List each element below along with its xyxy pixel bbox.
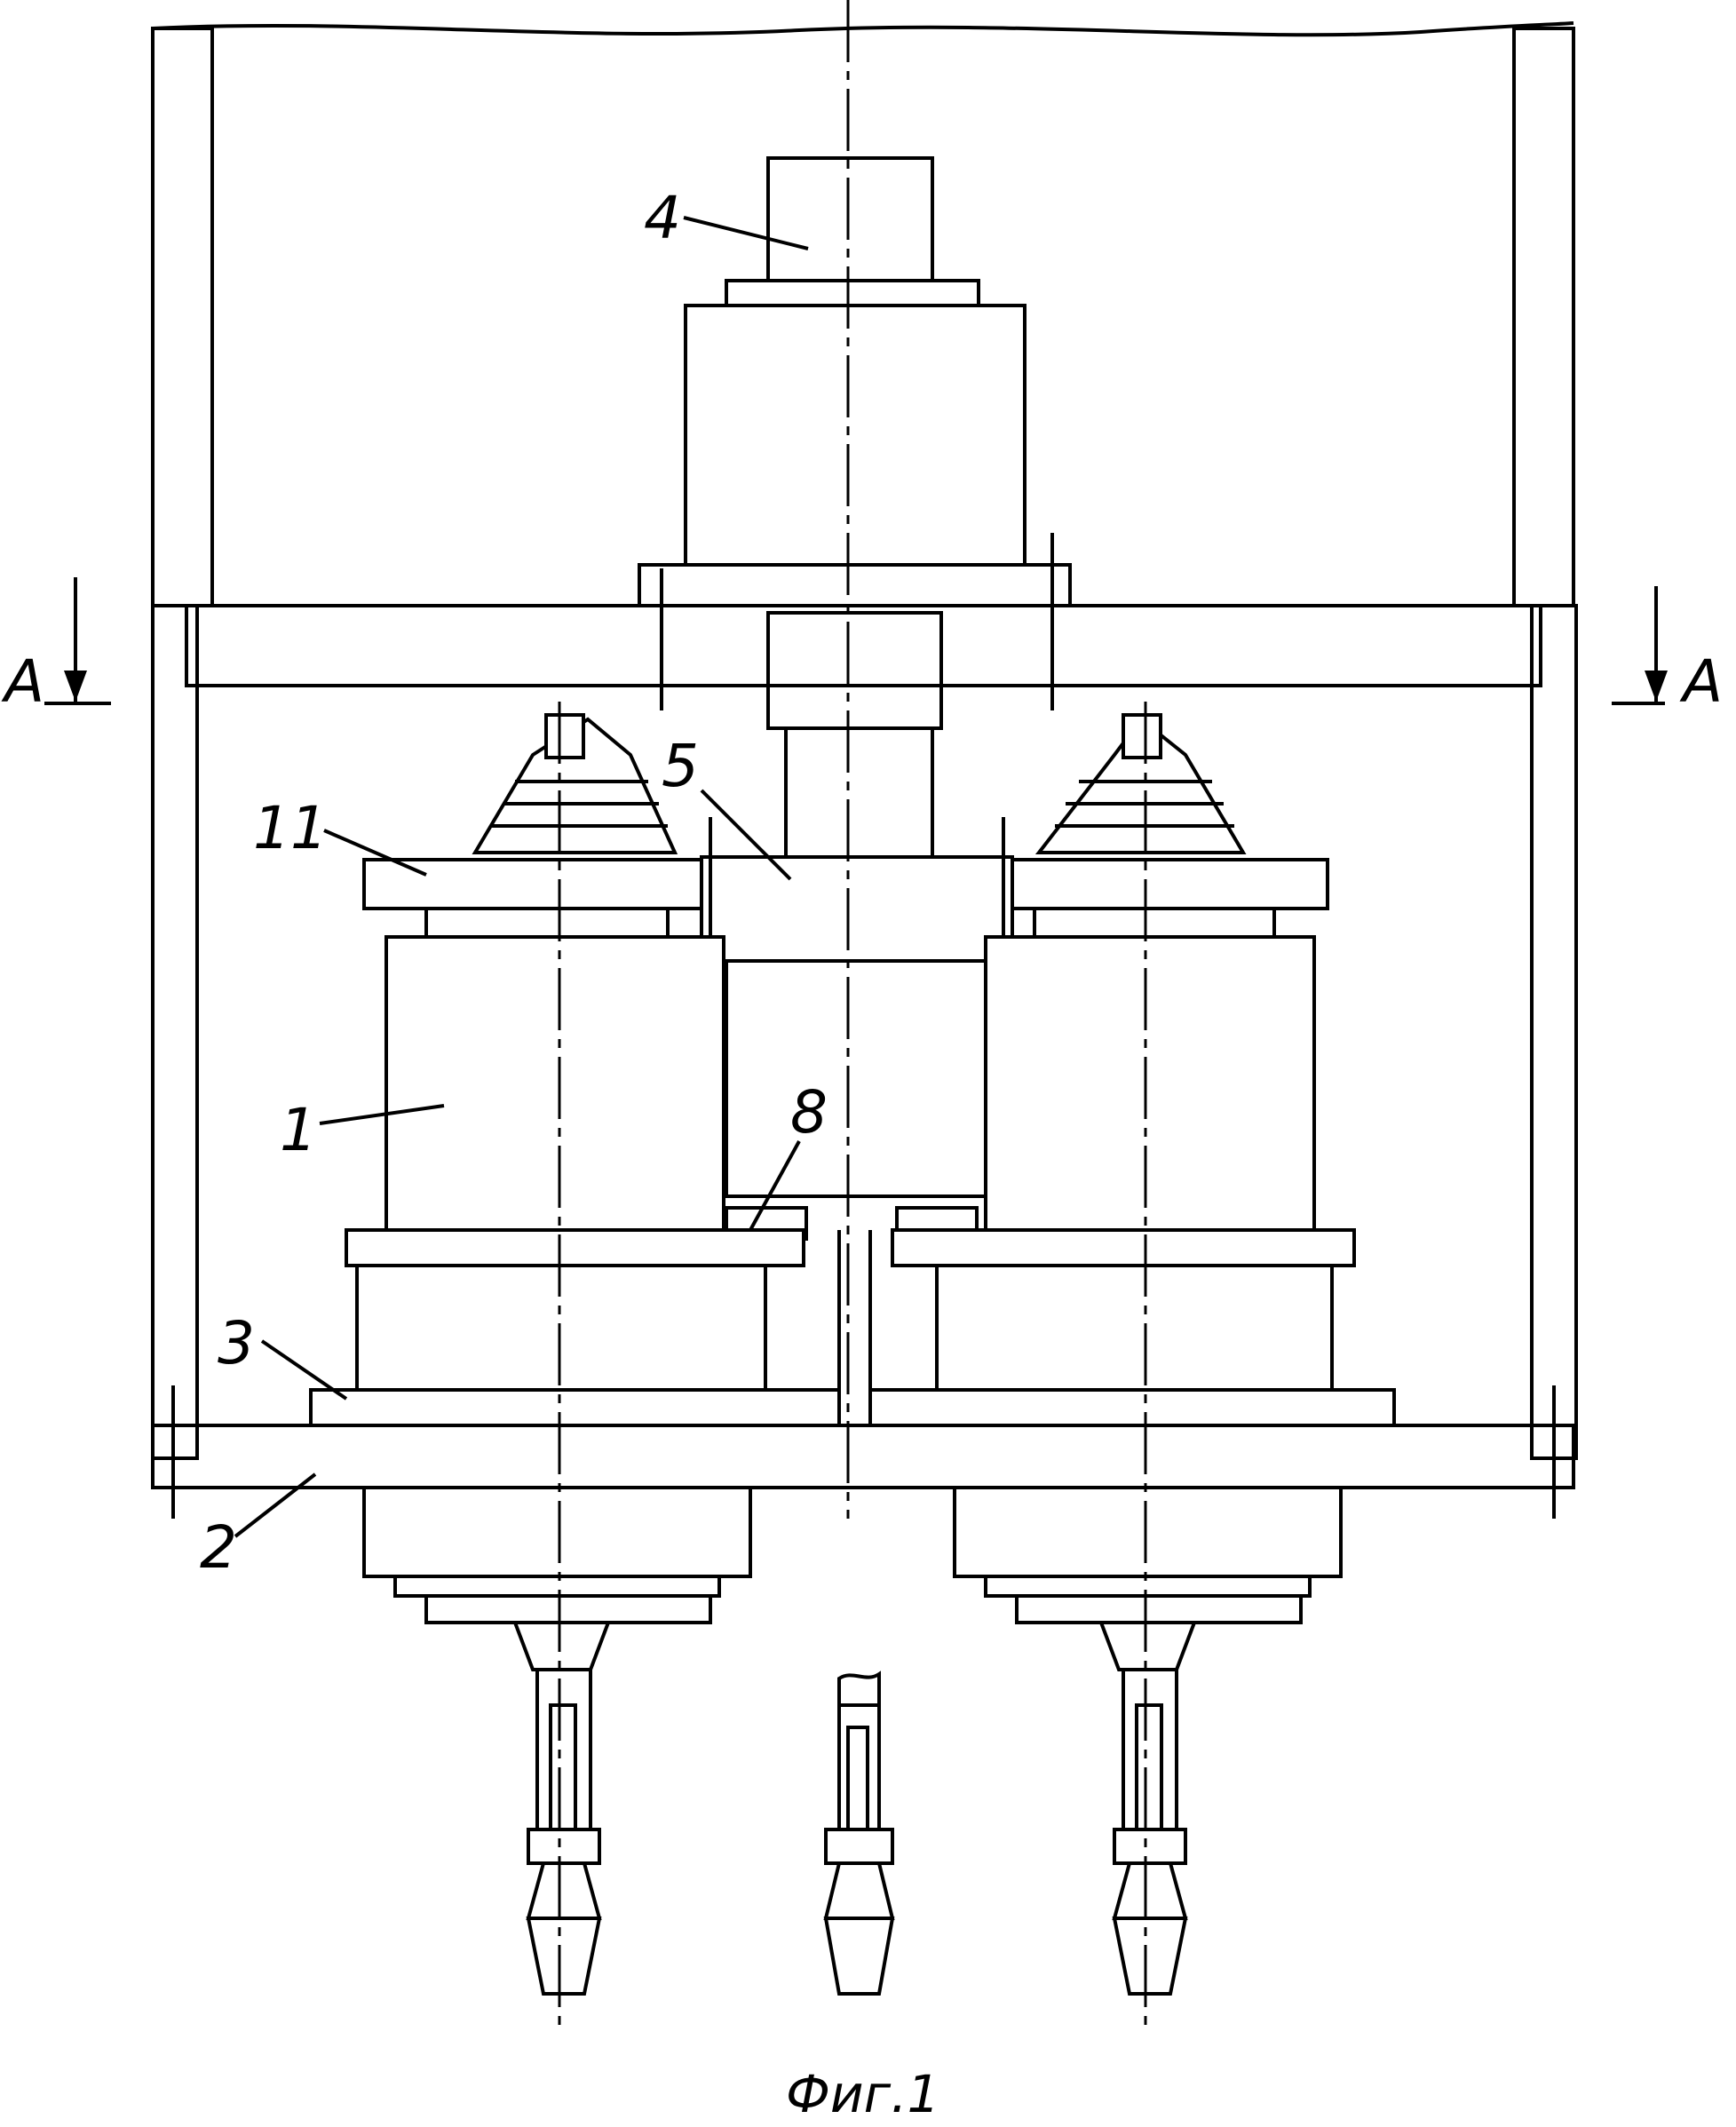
upper-left-wall (153, 28, 212, 606)
lower-left-wall (153, 606, 197, 1458)
upper-right-wall (1514, 28, 1573, 606)
label-part-8: 8 (790, 1078, 828, 1147)
base-plate (153, 1425, 1573, 1488)
middle-tool (826, 1674, 892, 1994)
section-mark-right: A (1612, 586, 1723, 716)
gear-11 (364, 860, 702, 909)
section-label-right: A (1679, 647, 1723, 716)
motor-4 (639, 158, 1070, 857)
break-line (153, 23, 1573, 35)
lower-right-wall (1532, 606, 1576, 1458)
spindle-body-1 (386, 937, 724, 1230)
figure-caption: Фиг.1 (786, 2064, 939, 2124)
section-label-left: A (1, 647, 44, 716)
central-gear-5 (702, 817, 1012, 1239)
label-part-5: 5 (662, 732, 699, 800)
flange-3 (311, 1390, 839, 1425)
label-part-2: 2 (200, 1513, 237, 1582)
label-part-11: 11 (253, 794, 328, 862)
label-part-1: 1 (280, 1096, 317, 1164)
section-mark-left: A (1, 577, 111, 716)
label-part-4: 4 (644, 184, 681, 252)
label-part-3: 3 (218, 1309, 255, 1377)
